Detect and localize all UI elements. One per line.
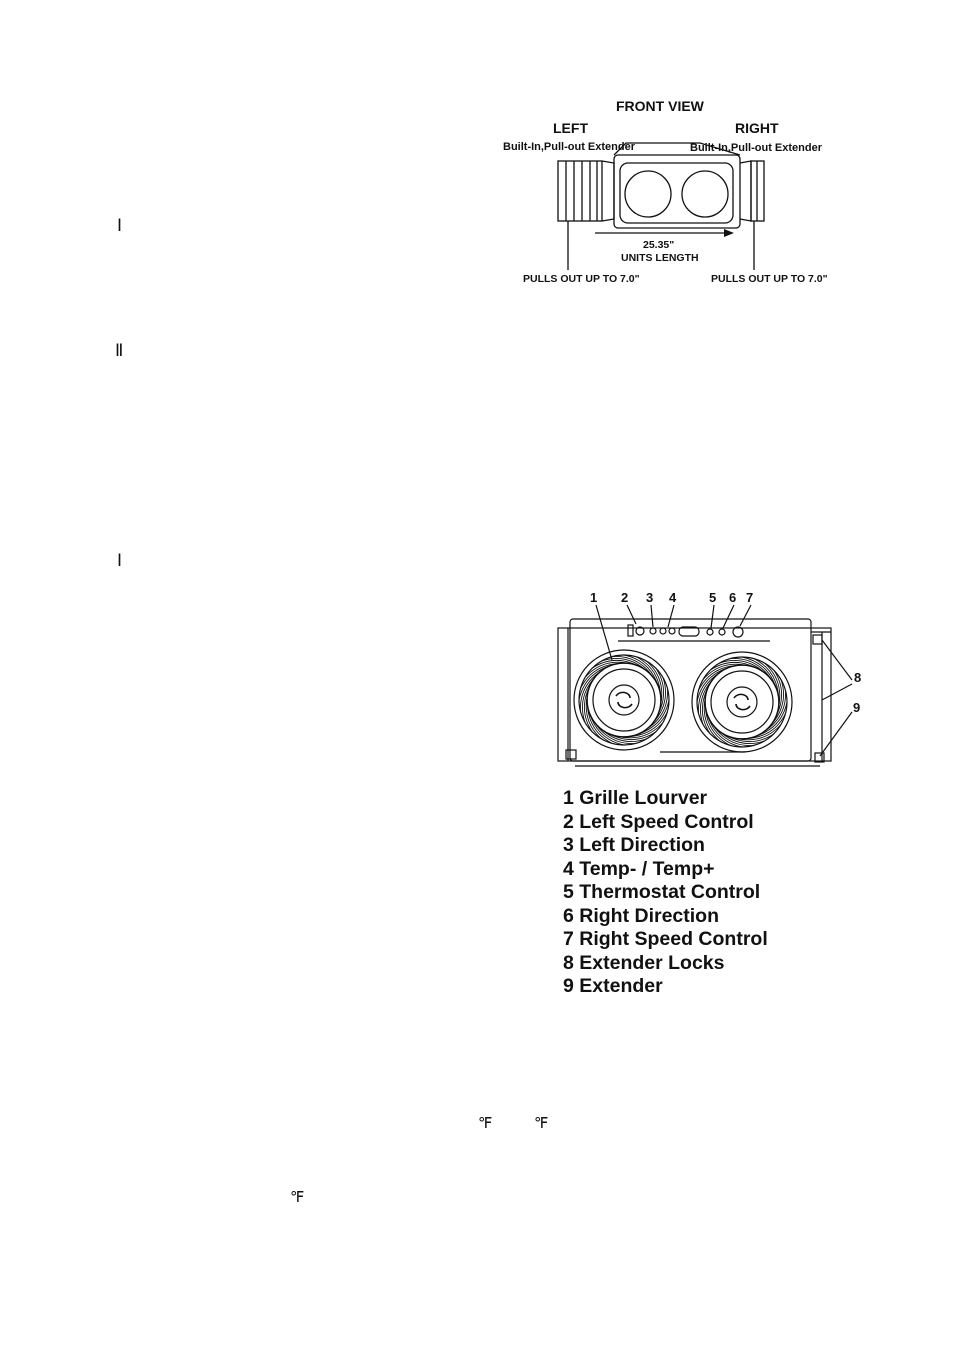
legend-item: 2 Left Speed Control: [563, 810, 754, 833]
length-label: UNITS LENGTH: [621, 252, 699, 264]
length-value: 25.35": [643, 239, 675, 251]
callout-1: 1: [590, 590, 598, 605]
legend-item: 5 Thermostat Control: [563, 881, 761, 903]
legend-item: 7 Right Speed Control: [563, 928, 768, 950]
left-label: LEFT: [553, 120, 588, 136]
front-view-title: FRONT VIEW: [616, 98, 704, 114]
legend-item: 1 Grille Lourver: [563, 787, 708, 809]
callout-9: 9: [853, 700, 861, 715]
fahrenheit-unit: ℉: [290, 1190, 305, 1206]
callout-7: 7: [746, 590, 754, 605]
section-marker-2: Ⅱ: [115, 341, 124, 360]
left-extender-label: Built-In,Pull-out Extender: [503, 141, 635, 153]
callout-8: 8: [854, 670, 862, 685]
callout-2: 2: [621, 590, 629, 605]
legend-item: 6 Right Direction: [563, 904, 720, 927]
callout-3: 3: [646, 590, 654, 605]
right-label: RIGHT: [735, 120, 779, 136]
parts-legend: 1 Grille Lourver 2 Left Speed Control 3 …: [563, 787, 768, 999]
legend-item: 3 Left Direction: [563, 834, 705, 856]
legend-item: 9 Extender: [563, 975, 663, 997]
callout-4: 4: [669, 590, 677, 605]
right-extender-label: Built-In,Pull-out Extender: [690, 142, 822, 154]
callout-6: 6: [729, 590, 737, 605]
legend-item: 8 Extender Locks: [563, 951, 725, 974]
left-pull-label: PULLS OUT UP TO 7.0": [523, 273, 640, 285]
fahrenheit-unit: ℉: [478, 1116, 493, 1132]
section-marker-3: Ⅰ: [117, 551, 123, 570]
right-pull-label: PULLS OUT UP TO 7.0": [711, 273, 828, 285]
callout-5: 5: [709, 590, 717, 605]
section-marker-1: Ⅰ: [117, 216, 123, 235]
fahrenheit-unit: ℉: [534, 1116, 549, 1132]
legend-item: 4 Temp- / Temp+: [563, 857, 715, 880]
